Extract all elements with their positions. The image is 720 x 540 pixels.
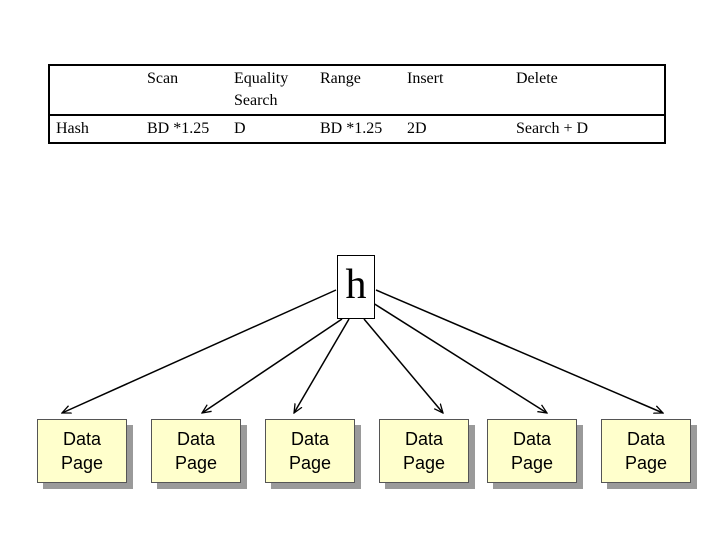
data-page-3: Data Page <box>265 419 361 489</box>
header-scan: Scan <box>147 70 179 87</box>
arrow-to-page-6 <box>375 289 663 413</box>
cell-delete-cost: Search + D <box>516 120 589 137</box>
hash-function-node: h <box>337 255 375 319</box>
header-range: Range <box>320 70 361 87</box>
data-page-label: Data Page <box>151 419 241 483</box>
header-equality-search: Equality Search <box>234 70 289 109</box>
cell-scan-cost: BD *1.25 <box>147 120 210 137</box>
data-page-5: Data Page <box>487 419 583 489</box>
arrow-to-page-4 <box>363 318 443 413</box>
data-page-2: Data Page <box>151 419 247 489</box>
arrow-to-page-5 <box>372 302 547 413</box>
data-page-label: Data Page <box>601 419 691 483</box>
header-delete: Delete <box>516 70 558 87</box>
cell-range-cost: BD *1.25 <box>320 120 383 137</box>
row-label-hash: Hash <box>56 120 89 137</box>
data-page-label: Data Page <box>487 419 577 483</box>
header-insert: Insert <box>407 70 444 87</box>
cost-table <box>48 64 666 144</box>
data-page-label: Data Page <box>37 419 127 483</box>
data-page-6: Data Page <box>601 419 697 489</box>
table-row-divider <box>50 114 664 116</box>
data-page-label: Data Page <box>379 419 469 483</box>
arrow-to-page-1 <box>62 289 337 414</box>
cell-equality-cost: D <box>234 120 246 137</box>
arrow-to-page-3 <box>294 318 350 413</box>
arrow-to-page-2 <box>202 318 343 413</box>
data-page-label: Data Page <box>265 419 355 483</box>
data-page-1: Data Page <box>37 419 133 489</box>
data-page-4: Data Page <box>379 419 475 489</box>
cell-insert-cost: 2D <box>407 120 427 137</box>
